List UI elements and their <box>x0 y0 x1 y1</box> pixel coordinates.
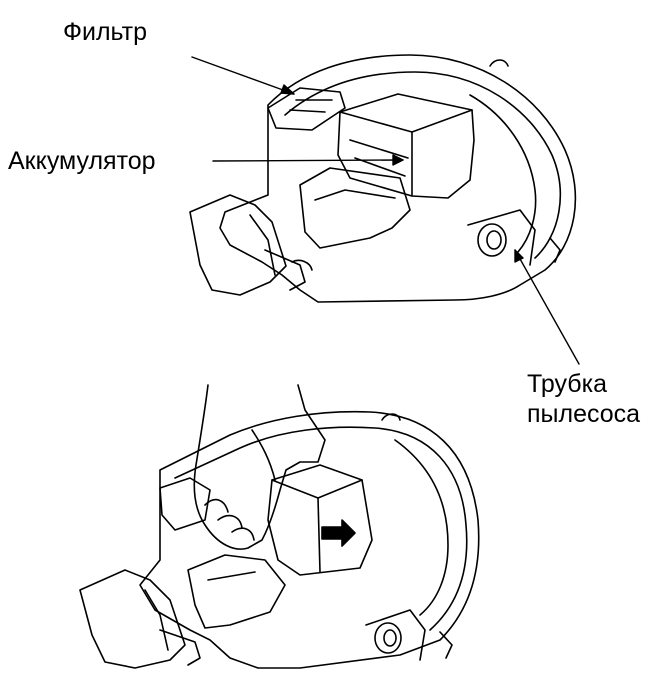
battery-leader-line <box>213 160 403 161</box>
battery-pack-inserting <box>268 465 372 575</box>
filter-label: Фильтр <box>63 17 147 47</box>
vacuum-tube-port <box>468 210 535 265</box>
filter-leader-line <box>192 57 294 94</box>
vacuum-tube-label-line1: Трубка <box>527 369 640 399</box>
filter-leader-arrow <box>281 85 294 94</box>
battery-pack <box>338 94 474 198</box>
vacuum-tube-label: Трубка пылесоса <box>527 369 640 429</box>
vacuum-tube-label-line2: пылесоса <box>527 399 640 429</box>
battery-label: Аккумулятор <box>8 146 156 176</box>
hand-illustration <box>194 385 325 549</box>
insert-arrow-icon <box>322 520 355 546</box>
robot-vacuum-top-view <box>190 55 575 302</box>
robot-vacuum-battery-insertion <box>80 412 479 668</box>
open-flap <box>190 195 286 295</box>
tube-leader-line <box>515 250 579 364</box>
